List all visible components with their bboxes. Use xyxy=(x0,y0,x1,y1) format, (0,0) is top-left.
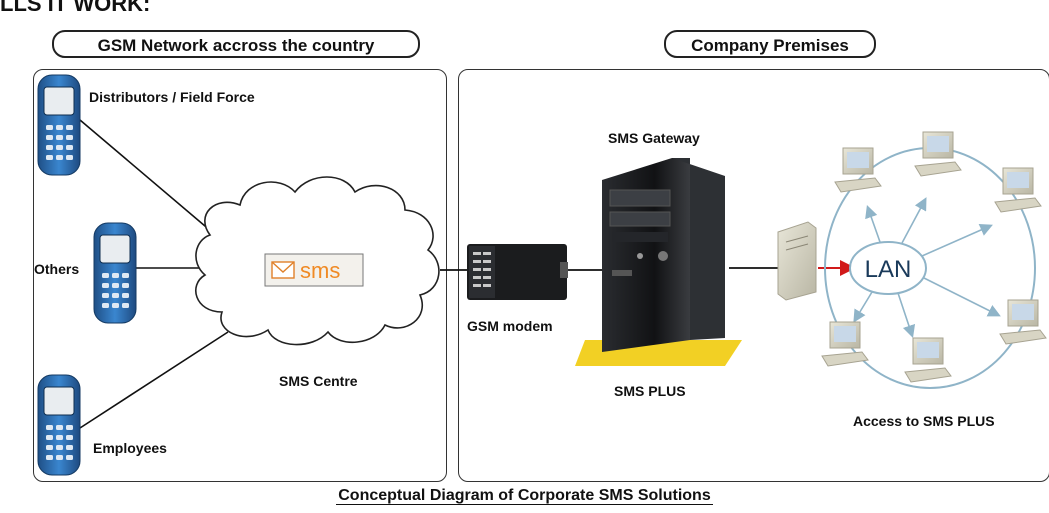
gsm-modem-icon xyxy=(467,244,568,300)
link-distributors xyxy=(79,119,226,244)
workstation-icon xyxy=(834,147,882,193)
sms-centre-label: SMS Centre xyxy=(279,373,358,389)
phone-employees-icon xyxy=(37,374,81,476)
access-label: Access to SMS PLUS xyxy=(853,413,995,429)
employees-label: Employees xyxy=(93,440,167,456)
workstation-icon xyxy=(904,337,952,383)
lan-text: LAN xyxy=(865,256,912,283)
sms-envelope-icon xyxy=(264,253,364,287)
sms-plus-label: SMS PLUS xyxy=(614,383,686,399)
workstation-icon xyxy=(914,131,962,177)
company-premises-title: Company Premises xyxy=(664,30,876,58)
gsm-modem-label: GSM modem xyxy=(467,318,553,334)
lan-spokes xyxy=(853,197,1001,339)
network-hub-icon xyxy=(777,221,817,301)
caption-text: Conceptual Diagram of Corporate SMS Solu… xyxy=(336,487,713,505)
heading-fragment: LLS IT WORK: xyxy=(0,0,151,16)
phone-others-icon xyxy=(93,222,137,324)
sms-gateway-label: SMS Gateway xyxy=(608,130,700,146)
diagram-caption: Conceptual Diagram of Corporate SMS Solu… xyxy=(0,487,1049,505)
workstation-icon xyxy=(821,321,869,367)
link-employees xyxy=(79,331,229,429)
sms-gateway-server-icon xyxy=(575,158,742,366)
gsm-network-title: GSM Network accross the country xyxy=(52,30,420,58)
company-premises-panel xyxy=(458,69,1049,482)
others-label: Others xyxy=(34,261,80,277)
lan-hub-ellipse xyxy=(849,241,927,295)
workstation-icon xyxy=(999,299,1047,345)
phone-distributors-icon xyxy=(37,74,81,176)
distributors-label: Distributors / Field Force xyxy=(89,89,255,105)
workstation-icon xyxy=(994,167,1042,213)
sms-badge-text: sms xyxy=(300,258,340,283)
gsm-network-panel xyxy=(33,69,447,482)
